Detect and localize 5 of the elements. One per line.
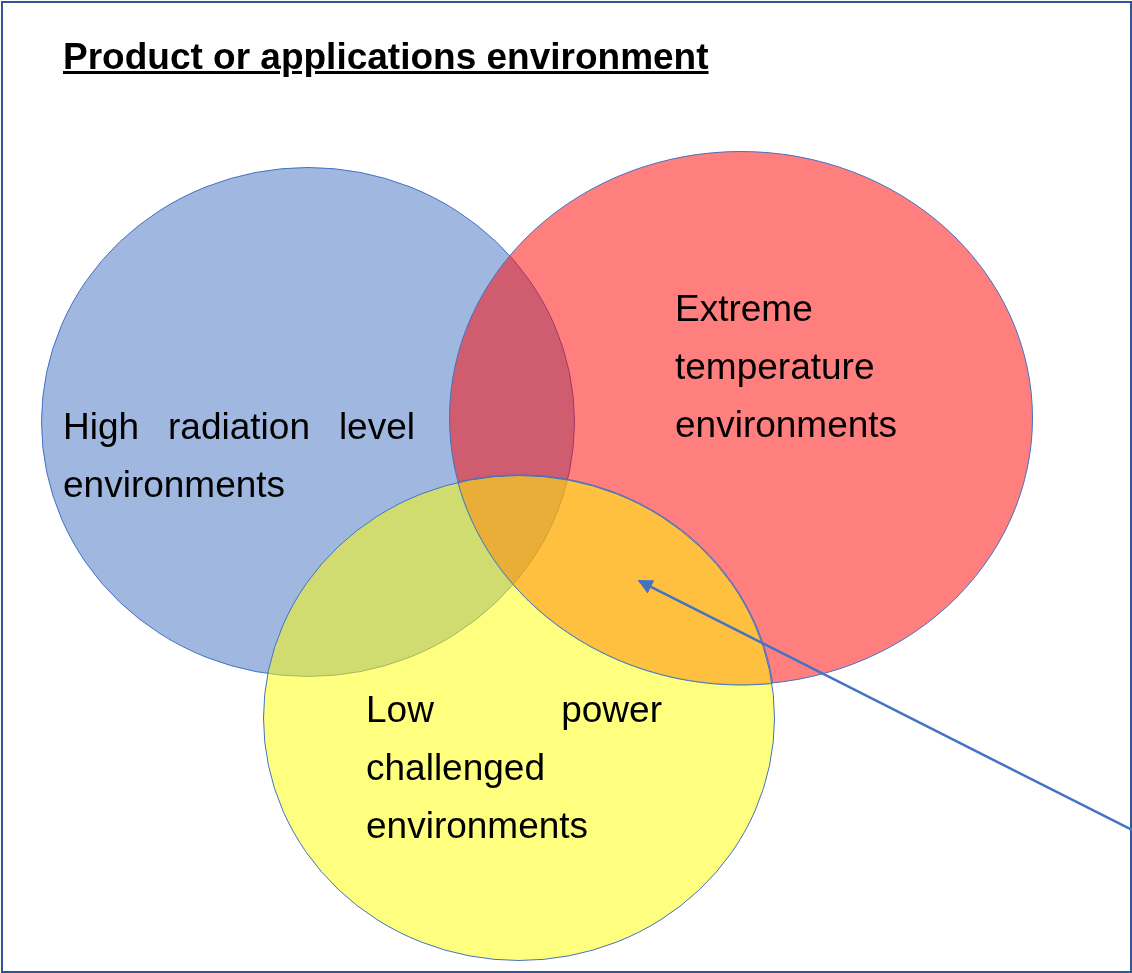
circle-label: High radiation level environments bbox=[63, 405, 415, 507]
arrow bbox=[637, 579, 1132, 832]
circle-label: Low power challenged environments bbox=[366, 688, 662, 848]
circle-label: Extreme temperature environments bbox=[675, 287, 899, 447]
title: Product or applications environment bbox=[63, 36, 709, 78]
